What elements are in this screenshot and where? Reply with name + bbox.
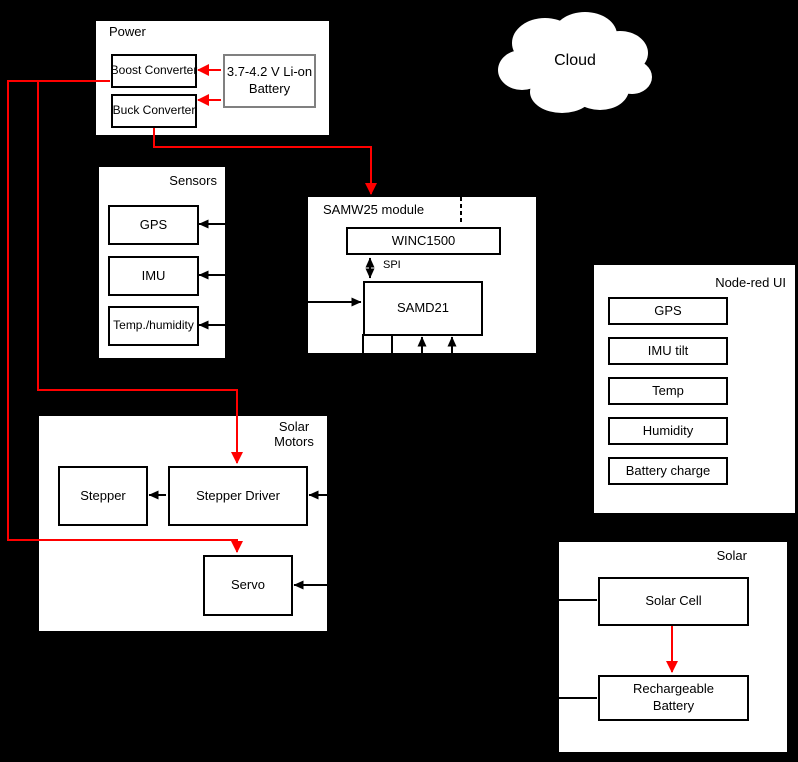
nodered-gps-label: GPS	[654, 302, 682, 318]
solar-cell-node: Solar Cell	[598, 577, 749, 626]
winc1500-node: WINC1500	[346, 227, 501, 255]
sensors-group: Sensors GPS IMU Temp./humidity	[98, 166, 226, 359]
samw25-module-group: SAMW25 module WINC1500 SAMD21	[307, 196, 537, 354]
solar-group: Solar Solar Cell Rechargeable Battery	[558, 541, 788, 753]
nodered-temp-label: Temp	[652, 382, 684, 398]
buck-converter-label: Buck Converter	[112, 103, 196, 118]
stepper-node: Stepper	[58, 466, 148, 526]
samd21-label: SAMD21	[396, 300, 450, 316]
cloud-label: Cloud	[554, 52, 596, 69]
servo-node: Servo	[203, 555, 293, 616]
samd21-node: SAMD21	[363, 281, 483, 336]
nodered-temp-node: Temp	[608, 377, 728, 405]
nodered-group-label: Node-red UI	[715, 275, 786, 290]
sensor-temp-humidity-node: Temp./humidity	[108, 306, 199, 346]
solar-motors-group-label: Solar Motors	[274, 419, 314, 449]
winc1500-label: WINC1500	[391, 232, 456, 248]
power-group-label: Power	[109, 24, 146, 39]
boost-converter-node: Boost Converter	[111, 54, 197, 88]
battery-label-line1: 3.7-4.2 V Li-on	[226, 64, 313, 80]
nodered-humidity-label: Humidity	[642, 422, 694, 438]
servo-label: Servo	[231, 577, 265, 593]
solar-motors-group: Solar Motors Stepper Stepper Driver Serv…	[38, 415, 328, 632]
solar-cell-label: Solar Cell	[645, 593, 702, 609]
battery-node: 3.7-4.2 V Li-on Battery	[223, 54, 316, 108]
sensor-gps-label: GPS	[139, 216, 168, 232]
rechargeable-battery-node: Rechargeable Battery	[598, 675, 749, 721]
power-group: Power Boost Converter Buck Converter 3.7…	[95, 20, 330, 136]
stepper-driver-node: Stepper Driver	[168, 466, 308, 526]
buck-converter-node: Buck Converter	[111, 94, 197, 128]
sensor-imu-label: IMU	[141, 267, 166, 283]
nodered-ui-group: Node-red UI GPS IMU tilt Temp Humidity B…	[593, 264, 796, 514]
sensor-temp-humidity-label: Temp./humidity	[113, 318, 194, 333]
sensor-imu-node: IMU	[108, 256, 199, 296]
samw25-group-label: SAMW25 module	[323, 202, 425, 217]
stepper-driver-label: Stepper Driver	[196, 487, 280, 503]
solar-group-label: Solar	[716, 548, 747, 563]
sensors-group-label: Sensors	[169, 173, 217, 188]
sensor-gps-node: GPS	[108, 205, 199, 245]
rechargeable-battery-label-line1: Rechargeable	[633, 681, 714, 697]
nodered-humidity-node: Humidity	[608, 417, 728, 445]
nodered-imu-tilt-node: IMU tilt	[608, 337, 728, 365]
cloud-icon	[498, 12, 652, 113]
rechargeable-battery-label-line2: Battery	[652, 698, 695, 713]
battery-label-line2: Battery	[248, 81, 291, 96]
stepper-label: Stepper	[80, 487, 126, 503]
boost-converter-label: Boost Converter	[110, 63, 198, 78]
nodered-battery-charge-label: Battery charge	[625, 462, 711, 478]
nodered-gps-node: GPS	[608, 297, 728, 325]
nodered-imu-tilt-label: IMU tilt	[647, 342, 689, 358]
spi-bus-label: SPI	[383, 259, 401, 271]
nodered-battery-charge-node: Battery charge	[608, 457, 728, 485]
